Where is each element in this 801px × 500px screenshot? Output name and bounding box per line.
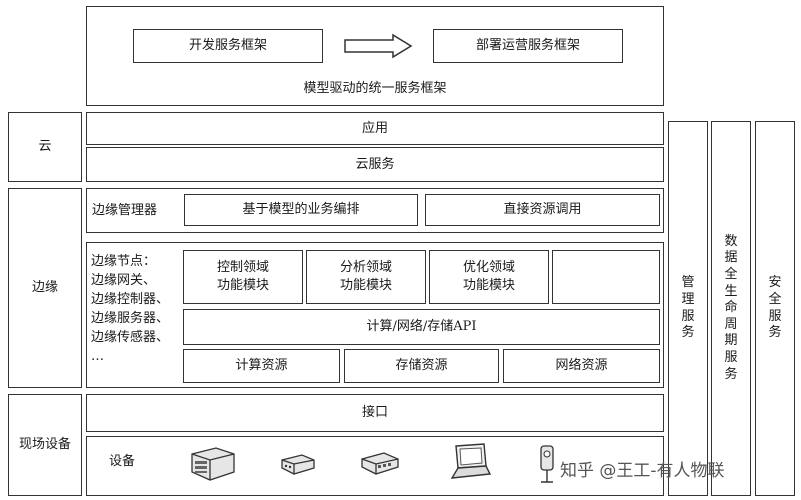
compute-network-storage-api: 计算/网络/存储API bbox=[183, 309, 660, 345]
security-service-char: 全 bbox=[768, 291, 782, 307]
cloud-layer-label: 云 bbox=[8, 112, 82, 182]
storage-resources: 存储资源 bbox=[344, 349, 499, 383]
edge-node-item: … bbox=[91, 349, 104, 364]
empty-module-slot bbox=[552, 250, 660, 304]
edge-manager-label: 边缘管理器 bbox=[92, 202, 158, 218]
model-based-orchestration: 基于模型的业务编排 bbox=[184, 194, 418, 226]
optimization-domain-module: 优化领域 功能模块 bbox=[429, 250, 549, 304]
interface-box: 接口 bbox=[86, 394, 664, 432]
data-lifecycle-service: 数 据 全 生 命 周 期 服 务 bbox=[711, 121, 751, 496]
sensor-icon bbox=[540, 445, 554, 483]
cloud-service-box: 云服务 bbox=[86, 147, 664, 182]
management-service: 管 理 服 务 bbox=[668, 121, 708, 496]
compute-resources: 计算资源 bbox=[183, 349, 340, 383]
edge-node-item: 边缘控制器、 bbox=[91, 292, 170, 307]
management-service-char: 管 bbox=[681, 275, 695, 291]
security-service-char: 务 bbox=[768, 325, 782, 341]
security-service-char: 服 bbox=[768, 308, 782, 324]
lifecycle-service-char: 生 bbox=[724, 283, 738, 299]
edge-node-list: 边缘节点： 边缘网关、 边缘控制器、 边缘服务器、 边缘传感器、 … bbox=[91, 252, 169, 366]
direct-resource-call: 直接资源调用 bbox=[425, 194, 660, 226]
zhihu-watermark: 知乎 @王工-有人物联 bbox=[560, 461, 725, 481]
edge-node-item: 边缘传感器、 bbox=[91, 330, 170, 345]
switch-icon bbox=[361, 452, 399, 475]
management-service-char: 理 bbox=[681, 291, 695, 307]
laptop-icon bbox=[450, 443, 492, 479]
framework-caption: 模型驱动的统一服务框架 bbox=[303, 81, 447, 97]
lifecycle-service-char: 期 bbox=[724, 333, 738, 349]
security-service: 安 全 服 务 bbox=[755, 121, 795, 496]
lifecycle-service-char: 数 bbox=[724, 233, 738, 249]
security-service-char: 安 bbox=[768, 275, 782, 291]
analysis-domain-module: 分析领域 功能模块 bbox=[306, 250, 426, 304]
arrow-right-icon bbox=[344, 33, 413, 59]
edge-node-item: 边缘节点： bbox=[91, 254, 157, 269]
lifecycle-service-char: 据 bbox=[724, 250, 738, 266]
edge-node-item: 边缘服务器、 bbox=[91, 311, 170, 326]
application-box: 应用 bbox=[86, 112, 664, 145]
lifecycle-service-char: 周 bbox=[724, 316, 738, 332]
lifecycle-service-char: 命 bbox=[724, 300, 738, 316]
server-icon bbox=[191, 447, 235, 481]
field-device-layer-label: 现场设备 bbox=[8, 394, 82, 496]
management-service-char: 服 bbox=[681, 308, 695, 324]
devices-label: 设备 bbox=[108, 454, 135, 470]
deploy-ops-service-framework: 部署运营服务框架 bbox=[433, 29, 623, 63]
network-resources: 网络资源 bbox=[503, 349, 660, 383]
edge-layer-label: 边缘 bbox=[8, 188, 82, 388]
management-service-char: 务 bbox=[681, 325, 695, 341]
gateway-icon bbox=[281, 454, 315, 475]
edge-node-item: 边缘网关、 bbox=[91, 273, 157, 288]
dev-service-framework: 开发服务框架 bbox=[133, 29, 323, 63]
lifecycle-service-char: 全 bbox=[724, 266, 738, 282]
lifecycle-service-char: 务 bbox=[724, 366, 738, 382]
lifecycle-service-char: 服 bbox=[724, 350, 738, 366]
control-domain-module: 控制领域 功能模块 bbox=[183, 250, 303, 304]
